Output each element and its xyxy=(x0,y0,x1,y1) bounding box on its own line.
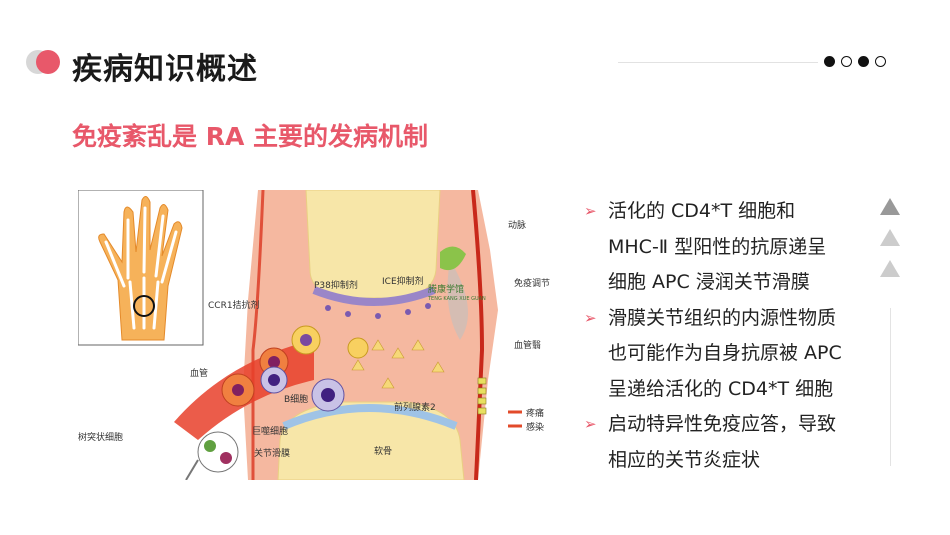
label-cartilage: 软骨 xyxy=(374,445,392,457)
title-decoration xyxy=(26,50,62,74)
triangle-up-icon[interactable] xyxy=(880,260,900,277)
joint-diagram: 腾康学馆 TENG KANG XUE GUAN 动脉 免疫调节 血管翳 CCR1… xyxy=(78,190,550,480)
label-vessel-left: 血管 xyxy=(190,367,208,379)
arrow-right-icon: ➢ xyxy=(584,308,597,327)
bullet-item: ➢ 启动特异性免疫应答，导致 相应的关节炎症状 xyxy=(584,407,874,478)
triangle-up-icon[interactable] xyxy=(880,229,900,246)
joint: 腾康学馆 TENG KANG XUE GUAN xyxy=(243,190,498,480)
label-artery: 动脉 xyxy=(508,219,526,231)
bullet-text: 活化的 CD4*T 细胞和 MHC-Ⅱ 型阳性的抗原递呈 细胞 APC 浸润关节… xyxy=(608,200,827,293)
bullet-item: ➢ 滑膜关节组织的内源性物质 也可能作为自身抗原被 APC 呈递给活化的 CD4… xyxy=(584,301,874,408)
label-bcell: B细胞 xyxy=(284,393,308,405)
joint-highlight-circle xyxy=(133,295,155,317)
bullet-list: ➢ 活化的 CD4*T 细胞和 MHC-Ⅱ 型阳性的抗原递呈 细胞 APC 浸润… xyxy=(584,194,874,478)
dot-2[interactable] xyxy=(841,56,852,67)
section-subtitle: 免疫紊乱是 RA 主要的发病机制 xyxy=(72,122,429,151)
label-pain: 疼痛 xyxy=(526,407,544,419)
bullet-text: 滑膜关节组织的内源性物质 也可能作为自身抗原被 APC 呈递给活化的 CD4*T… xyxy=(608,306,842,400)
label-ccr1: CCR1拮抗剂 xyxy=(208,299,260,311)
triangle-up-icon[interactable] xyxy=(880,198,900,215)
pink-circle-icon xyxy=(36,50,60,74)
dot-4[interactable] xyxy=(875,56,886,67)
label-immune: 免疫调节 xyxy=(514,277,550,289)
label-vessel-right: 血管翳 xyxy=(514,339,541,351)
side-nav xyxy=(880,198,900,291)
watermark: 腾康学馆 TENG KANG XUE GUAN xyxy=(427,246,486,302)
page-title: 疾病知识概述 xyxy=(72,52,258,87)
label-infection: 感染 xyxy=(526,421,544,433)
arrow-right-icon: ➢ xyxy=(584,415,597,433)
dot-3[interactable] xyxy=(858,56,869,67)
svg-text:腾康学馆: 腾康学馆 xyxy=(428,283,464,295)
label-ice: ICE抑制剂 xyxy=(382,275,424,287)
label-dendritic: 树突状细胞 xyxy=(78,431,123,443)
side-divider xyxy=(890,308,891,466)
divider xyxy=(618,62,818,63)
label-p38: P38抑制剂 xyxy=(314,279,358,291)
arrow-right-icon: ➢ xyxy=(584,202,597,220)
label-macrophage: 巨噬细胞 xyxy=(252,425,288,437)
label-synovium: 关节滑膜 xyxy=(254,447,290,459)
hand-inset xyxy=(78,190,204,346)
pagination-dots xyxy=(824,56,886,67)
dot-1[interactable] xyxy=(824,56,835,67)
bullet-item: ➢ 活化的 CD4*T 细胞和 MHC-Ⅱ 型阳性的抗原递呈 细胞 APC 浸润… xyxy=(584,194,874,301)
immune-cells xyxy=(185,325,522,480)
bullet-text: 启动特异性免疫应答，导致 相应的关节炎症状 xyxy=(608,413,837,471)
label-prostaglandin: 前列腺素2 xyxy=(394,401,436,413)
svg-text:TENG KANG XUE GUAN: TENG KANG XUE GUAN xyxy=(427,296,486,302)
